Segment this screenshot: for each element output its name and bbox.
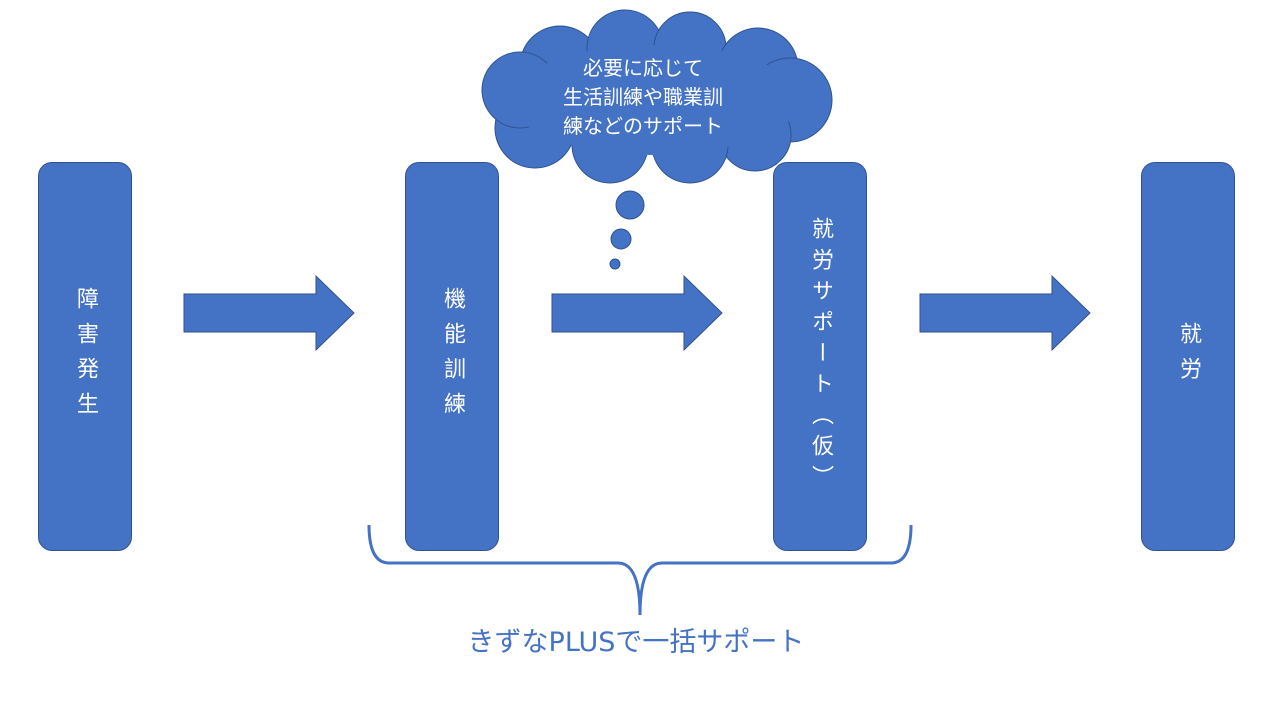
arrow-right-1 bbox=[183, 274, 355, 352]
brace-caption: きずなPLUSで一括サポート bbox=[467, 627, 805, 658]
curly-brace bbox=[367, 524, 913, 616]
step-label: 就労サポート（仮） bbox=[808, 217, 833, 496]
callout-line: 生活訓練や職業訓 bbox=[563, 85, 723, 109]
arrow-right-2 bbox=[551, 274, 723, 352]
thought-bubble-small bbox=[609, 258, 621, 270]
step-box-employment-support: 就労サポート（仮） bbox=[773, 162, 867, 551]
callout-line: 練などのサポート bbox=[563, 114, 723, 138]
callout-text: 必要に応じて 生活訓練や職業訓 練などのサポート bbox=[528, 54, 758, 141]
thought-cloud bbox=[481, 9, 833, 184]
thought-bubble-medium bbox=[610, 228, 632, 250]
arrow-right-3 bbox=[919, 274, 1091, 352]
step-label: 機能訓練 bbox=[440, 286, 465, 427]
step-label: 障害発生 bbox=[73, 286, 98, 427]
step-label: 就労 bbox=[1176, 321, 1201, 392]
step-box-disability-onset: 障害発生 bbox=[38, 162, 132, 551]
thought-bubble-large bbox=[615, 190, 645, 220]
callout-line: 必要に応じて bbox=[583, 56, 703, 80]
step-box-functional-training: 機能訓練 bbox=[405, 162, 499, 551]
step-box-employment: 就労 bbox=[1141, 162, 1235, 551]
